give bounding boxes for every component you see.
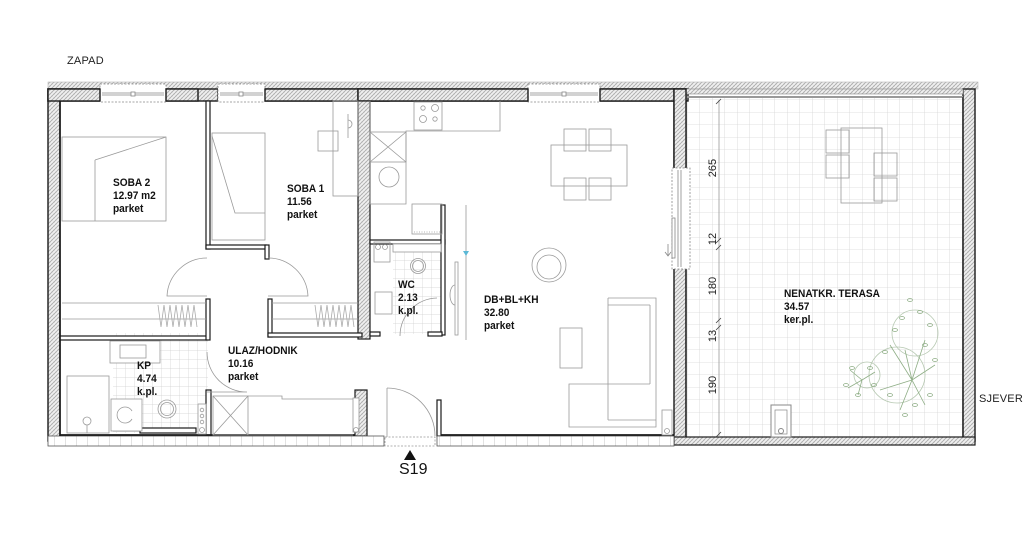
window-soba-1 [217, 83, 266, 103]
room-label-terrace: NENATKR. TERASA 34.57 ker.pl. [784, 288, 880, 327]
room-floor: parket [484, 320, 515, 332]
entrance-door [384, 387, 436, 447]
room-floor: k.pl. [137, 386, 158, 398]
room-name: NENATKR. TERASA [784, 288, 880, 300]
room-name: WC [398, 279, 415, 291]
top-parapet [47, 81, 979, 90]
terrace-bottom-wall [673, 436, 976, 446]
room-doors [166, 257, 438, 393]
wc-tiles [393, 244, 443, 334]
orientation-west: ZAPAD [67, 55, 104, 67]
room-name: SOBA 2 [113, 177, 151, 189]
room-label-hallway: ULAZ/HODNIK 10.16 parket [228, 345, 298, 384]
room-name: KP [137, 360, 152, 372]
dimension-line [715, 98, 722, 438]
terrace-table [825, 127, 898, 204]
wall-segments [47, 88, 687, 170]
terrace-top-edge [685, 88, 964, 95]
room-label-living: DB+BL+KH 32.80 parket [484, 294, 539, 333]
dining-set [550, 128, 628, 201]
dimension-12: 12 [707, 232, 719, 246]
windows [99, 83, 601, 103]
bottom-wall [47, 434, 675, 447]
room-floor: parket [228, 371, 259, 383]
living-furniture [449, 247, 657, 428]
kitchen [369, 101, 501, 340]
room-area: 11.56 [287, 196, 312, 208]
hall-storage [212, 395, 673, 436]
dimension-190: 190 [707, 375, 719, 395]
room-area: 2.13 [398, 292, 418, 304]
room-area: 34.57 [784, 301, 810, 313]
room-area: 10.16 [228, 358, 254, 370]
terrace-door [664, 167, 691, 270]
room-floor: k.pl. [398, 305, 419, 317]
room-label-kp: KP 4.74 k.pl. [137, 360, 157, 399]
room-name: ULAZ/HODNIK [228, 345, 298, 357]
room-label-wc: WC 2.13 k.pl. [398, 279, 418, 318]
triangle-up-icon [404, 450, 416, 460]
room-label-soba-2: SOBA 2 12.97 m2 parket [113, 177, 156, 216]
wc-fixtures [373, 241, 442, 315]
window-soba-2 [99, 83, 167, 103]
terrace-floor [686, 97, 963, 437]
soba-2-furniture [61, 136, 206, 328]
dimension-13: 13 [707, 329, 719, 343]
room-floor: parket [287, 209, 318, 221]
soba-1-furniture [211, 100, 359, 328]
room-area: 12.97 m2 [113, 190, 156, 202]
orientation-north: SJEVER [979, 393, 1023, 405]
dimension-180: 180 [707, 276, 719, 296]
window-living [527, 83, 601, 103]
section-marker: S19 [399, 461, 428, 478]
room-area: 32.80 [484, 307, 510, 319]
dimension-265: 265 [707, 158, 719, 178]
marker-triangle [463, 251, 469, 256]
room-area: 4.74 [137, 373, 157, 385]
kp-fixtures [66, 340, 207, 435]
room-floor: ker.pl. [784, 314, 814, 326]
room-name: SOBA 1 [287, 183, 325, 195]
room-label-soba-1: SOBA 1 11.56 parket [287, 183, 324, 222]
plants [843, 298, 939, 417]
terrace-drain [770, 404, 792, 438]
room-floor: parket [113, 203, 144, 215]
room-name: DB+BL+KH [484, 294, 539, 306]
